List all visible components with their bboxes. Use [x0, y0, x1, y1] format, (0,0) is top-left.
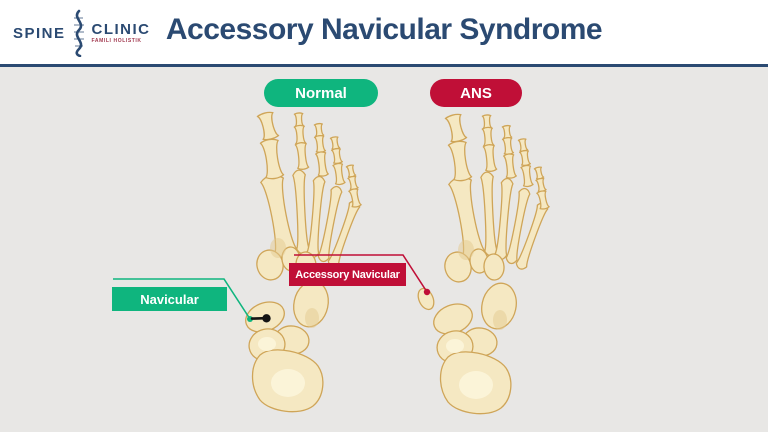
clinic-logo: SPINE CLINIC FAMILI HOLISTIK [13, 8, 151, 58]
logo-right-block: CLINIC FAMILI HOLISTIK [92, 22, 151, 44]
accessory-navicular-label: Accessory Navicular [289, 263, 406, 286]
ans-foot-illustration [417, 110, 586, 425]
normal-badge: Normal [264, 79, 378, 107]
page-title: Accessory Navicular Syndrome [165, 13, 603, 46]
spine-icon [73, 9, 84, 57]
logo-word-spine: SPINE [13, 24, 66, 42]
ans-badge: ANS [430, 79, 522, 107]
header-bar: SPINE CLINIC FAMILI HOLISTIK Accessory N… [0, 0, 768, 67]
accessory-navicular-bone [417, 287, 435, 311]
logo-word-clinic: CLINIC [91, 21, 151, 38]
navicular-label: Navicular [112, 287, 227, 311]
logo-tagline: FAMILI HOLISTIK [91, 38, 142, 44]
